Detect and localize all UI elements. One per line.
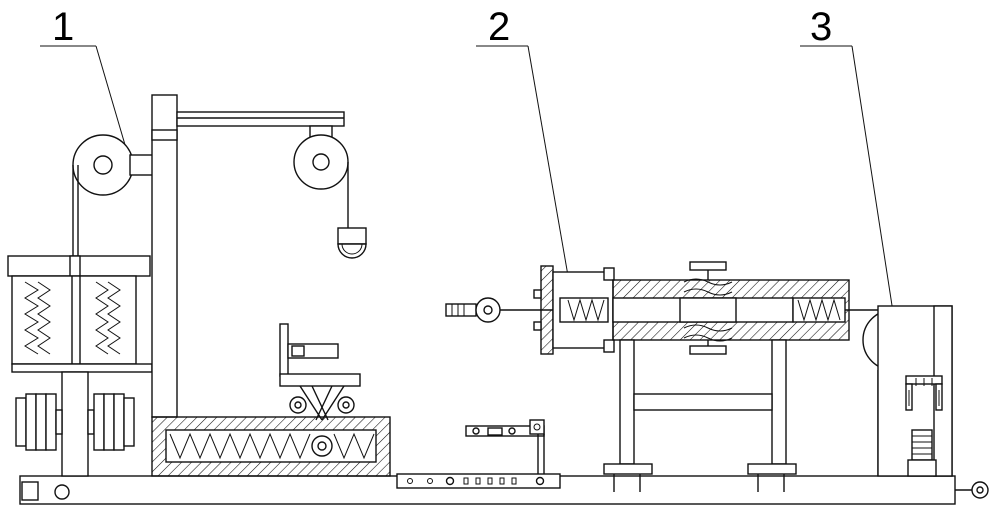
callout-3: 3 [800, 5, 894, 313]
graduated-strip [396, 473, 561, 489]
spring-track-box [151, 416, 391, 477]
left-spring-column [7, 255, 153, 477]
right-frame [877, 305, 953, 477]
crane-mast [151, 94, 367, 418]
tension-housing [533, 261, 850, 355]
callout-1-label: 1 [52, 5, 74, 49]
callout-2-label: 2 [488, 5, 510, 49]
callout-2: 2 [476, 5, 576, 317]
callout-1: 1 [40, 5, 129, 156]
middle-lever [465, 419, 545, 474]
left-pulley [72, 134, 155, 256]
left-small-pulley [445, 297, 501, 323]
callout-3-label: 3 [810, 5, 832, 49]
tension-stand [603, 339, 797, 492]
seat-platform [279, 323, 361, 421]
